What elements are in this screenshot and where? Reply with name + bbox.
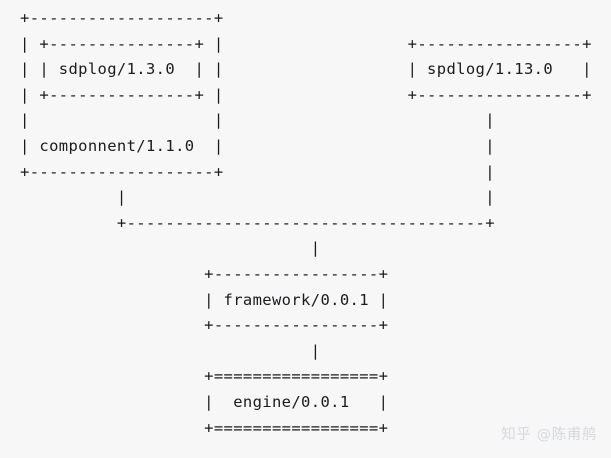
watermark-label: 知乎 @陈甫鸼 bbox=[501, 427, 597, 443]
ascii-dependency-graph: +-------------------+ | +---------------… bbox=[20, 9, 592, 437]
